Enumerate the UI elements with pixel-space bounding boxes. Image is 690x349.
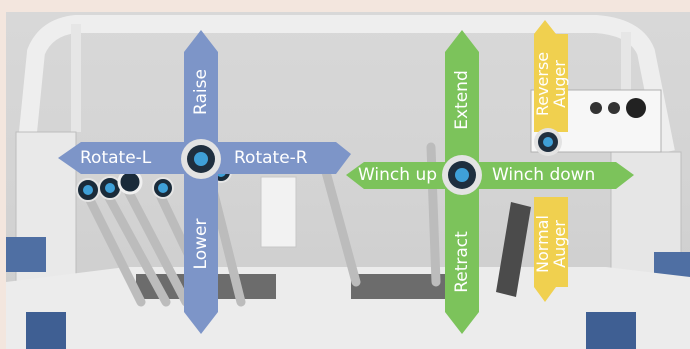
reverse-auger-label: Reverse Auger bbox=[534, 44, 568, 124]
extend-label: Extend bbox=[452, 65, 472, 135]
rotate-right-label: Rotate-R bbox=[234, 148, 308, 168]
normal-auger-label: Normal Auger bbox=[534, 204, 568, 284]
winch-up-label: Winch up bbox=[358, 165, 437, 185]
normal-auger-line2: Auger bbox=[550, 220, 569, 268]
winch-down-label: Winch down bbox=[492, 165, 595, 185]
control-panel-photo: Raise Lower Rotate-L Rotate-R Extend Ret… bbox=[6, 12, 690, 349]
raise-label: Raise bbox=[191, 62, 211, 122]
retract-label: Retract bbox=[452, 222, 472, 302]
lower-label: Lower bbox=[191, 214, 211, 274]
reverse-auger-line2: Auger bbox=[550, 60, 569, 108]
rotate-left-label: Rotate-L bbox=[80, 148, 151, 168]
